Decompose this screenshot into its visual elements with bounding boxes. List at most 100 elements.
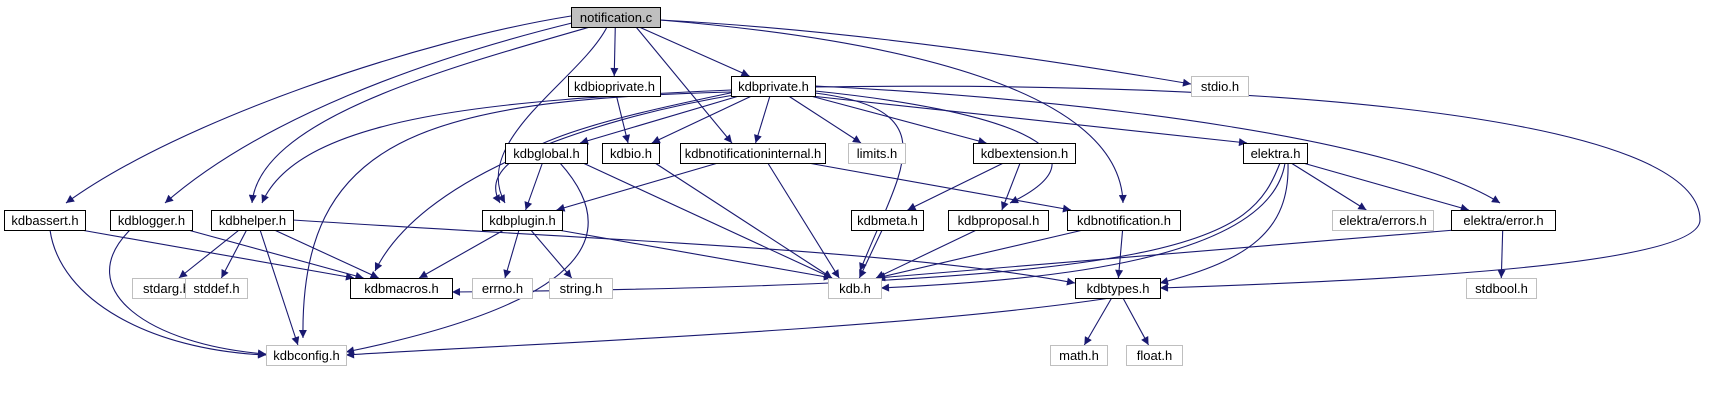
node-float-h: float.h: [1126, 345, 1183, 366]
edge-kdbplugin-h-to-errno-h: [503, 229, 520, 279]
node-box: [731, 76, 816, 97]
node-box: [1075, 278, 1161, 299]
node-box: [1466, 278, 1537, 299]
edge-elektra-h-to-kdbmacros-h: [451, 162, 1281, 296]
edge-elektra-error-h-to-kdb-h: [876, 229, 1456, 282]
edge-kdbprivate-h-to-limits-h: [788, 95, 862, 144]
edge-kdbio-h-to-kdb-h: [654, 162, 833, 279]
node-stddef-h: stddef.h: [185, 278, 248, 299]
node-elektra-h[interactable]: elektra.h: [1243, 143, 1308, 164]
node-kdbioprivate-h[interactable]: kdbioprivate.h: [568, 76, 661, 97]
edge-kdbtypes-h-to-kdbconfig-h: [345, 297, 1111, 359]
node-label: math.h: [1059, 348, 1099, 363]
node-label: kdblogger.h: [118, 213, 185, 228]
node-box: [4, 210, 86, 231]
node-kdbproposal-h[interactable]: kdbproposal.h: [948, 210, 1049, 231]
node-box: [1126, 345, 1183, 366]
node-box: [350, 278, 453, 299]
edge-kdbnotification-h-to-kdbtypes-h: [1115, 229, 1124, 279]
edge-notification-c-to-kdbprivate-h: [638, 26, 750, 77]
node-kdbconfig-h: kdbconfig.h: [266, 345, 347, 366]
edge-kdbprivate-h-to-elektra-error-h: [814, 85, 1501, 204]
edge-kdbextension-h-to-kdbproposal-h: [1001, 162, 1021, 211]
edge-elektra-h-to-elektra-error-h: [1302, 162, 1469, 212]
node-box: [185, 278, 248, 299]
edges-layer: [49, 15, 1701, 359]
node-box: [505, 143, 588, 164]
edge-notification-c-to-kdbplugin-h: [497, 26, 608, 204]
node-label: kdbmeta.h: [857, 213, 918, 228]
node-kdbnotification-h[interactable]: kdbnotification.h: [1067, 210, 1181, 231]
node-kdbhelper-h[interactable]: kdbhelper.h: [211, 210, 294, 231]
edge-kdbprivate-h-to-kdbtypes-h: [814, 85, 1701, 292]
edge-kdbextension-h-to-kdbmeta-h: [907, 162, 1004, 211]
nodes-layer: notification.c kdbioprivate.h kdbprivate.h…: [4, 7, 1556, 366]
node-kdbnotificationinternal-h[interactable]: kdbnotificationinternal.h: [680, 143, 826, 164]
edge-kdbprivate-h-to-kdbplugin-h: [492, 91, 736, 204]
node-kdbio-h[interactable]: kdbio.h: [602, 143, 660, 164]
node-label: kdbioprivate.h: [574, 79, 655, 94]
node-label: kdbnotification.h: [1077, 213, 1171, 228]
node-box: [568, 76, 661, 97]
edge-elektra-error-h-to-stdbool-h: [1497, 229, 1506, 279]
node-math-h: math.h: [1050, 345, 1108, 366]
node-box: [266, 345, 347, 366]
node-elektra-error-h[interactable]: elektra/error.h: [1451, 210, 1556, 231]
edge-kdblogger-h-to-kdbconfig-h: [109, 229, 267, 358]
edge-kdbtypes-h-to-float-h: [1122, 297, 1150, 346]
node-kdbextension-h[interactable]: kdbextension.h: [973, 143, 1076, 164]
node-stdbool-h: stdbool.h: [1466, 278, 1537, 299]
edge-kdbplugin-h-to-string-h: [530, 229, 573, 279]
node-kdb-h: kdb.h: [828, 278, 882, 299]
node-label: kdbconfig.h: [273, 348, 340, 363]
node-box: [571, 7, 661, 28]
node-label: elektra.h: [1251, 146, 1301, 161]
node-label: kdb.h: [839, 281, 871, 296]
node-label: kdbio.h: [610, 146, 652, 161]
node-kdbassert-h[interactable]: kdbassert.h: [4, 210, 86, 231]
node-kdbmacros-h[interactable]: kdbmacros.h: [350, 278, 453, 299]
edge-kdbhelper-h-to-stddef-h: [220, 229, 248, 279]
edge-kdbprivate-h-to-elektra-h: [810, 95, 1248, 147]
node-kdblogger-h[interactable]: kdblogger.h: [110, 210, 193, 231]
node-kdbmeta-h[interactable]: kdbmeta.h: [851, 210, 924, 231]
node-stdio-h: stdio.h: [1191, 76, 1249, 97]
edge-kdbglobal-h-to-kdb-h: [582, 162, 833, 279]
edge-kdbprivate-h-to-kdbnotificationinternal-h: [754, 95, 771, 144]
edge-elektra-h-to-kdb-h: [880, 162, 1286, 292]
node-box: [851, 210, 924, 231]
node-box: [211, 210, 294, 231]
node-box: [1050, 345, 1108, 366]
node-label: limits.h: [857, 146, 897, 161]
node-errno-h: errno.h: [472, 278, 533, 299]
edge-notification-c-to-kdbhelper-h: [248, 26, 591, 204]
edge-kdbhelper-h-to-kdbmacros-h: [274, 229, 379, 279]
edge-kdbprivate-h-to-kdbglobal-h: [579, 95, 740, 145]
node-label: kdbplugin.h: [489, 213, 556, 228]
node-kdbtypes-h[interactable]: kdbtypes.h: [1075, 278, 1161, 299]
edge-notification-c-to-kdblogger-h: [164, 21, 577, 204]
node-label: kdbmacros.h: [364, 281, 438, 296]
edge-kdbassert-h-to-kdbmacros-h: [80, 229, 355, 281]
edge-kdbnotificationinternal-h-to-kdbnotification-h: [808, 162, 1072, 213]
node-box: [1451, 210, 1556, 231]
node-label: string.h: [560, 281, 603, 296]
node-box: [482, 210, 563, 231]
edge-notification-c-to-kdbnotification-h: [659, 19, 1127, 204]
edge-kdbglobal-h-to-kdbplugin-h: [524, 162, 543, 211]
edge-elektra-h-to-elektra-errors-h: [1290, 162, 1367, 211]
edge-kdbprivate-h-to-kdbextension-h: [810, 95, 987, 145]
node-label: kdbhelper.h: [219, 213, 286, 228]
node-kdbplugin-h[interactable]: kdbplugin.h: [482, 210, 563, 231]
node-kdbprivate-h[interactable]: kdbprivate.h: [731, 76, 816, 97]
node-kdbglobal-h[interactable]: kdbglobal.h: [505, 143, 588, 164]
node-box: [1243, 143, 1308, 164]
edge-kdbhelper-h-to-stdarg-h: [178, 229, 240, 279]
node-notification-c[interactable]: notification.c: [571, 7, 661, 28]
edge-kdbnotificationinternal-h-to-kdb-h: [767, 162, 840, 279]
node-label: stdarg.h: [143, 281, 190, 296]
node-label: notification.c: [580, 10, 653, 25]
node-label: elektra/errors.h: [1339, 213, 1426, 228]
node-box: [1191, 76, 1249, 97]
node-box: [472, 278, 533, 299]
